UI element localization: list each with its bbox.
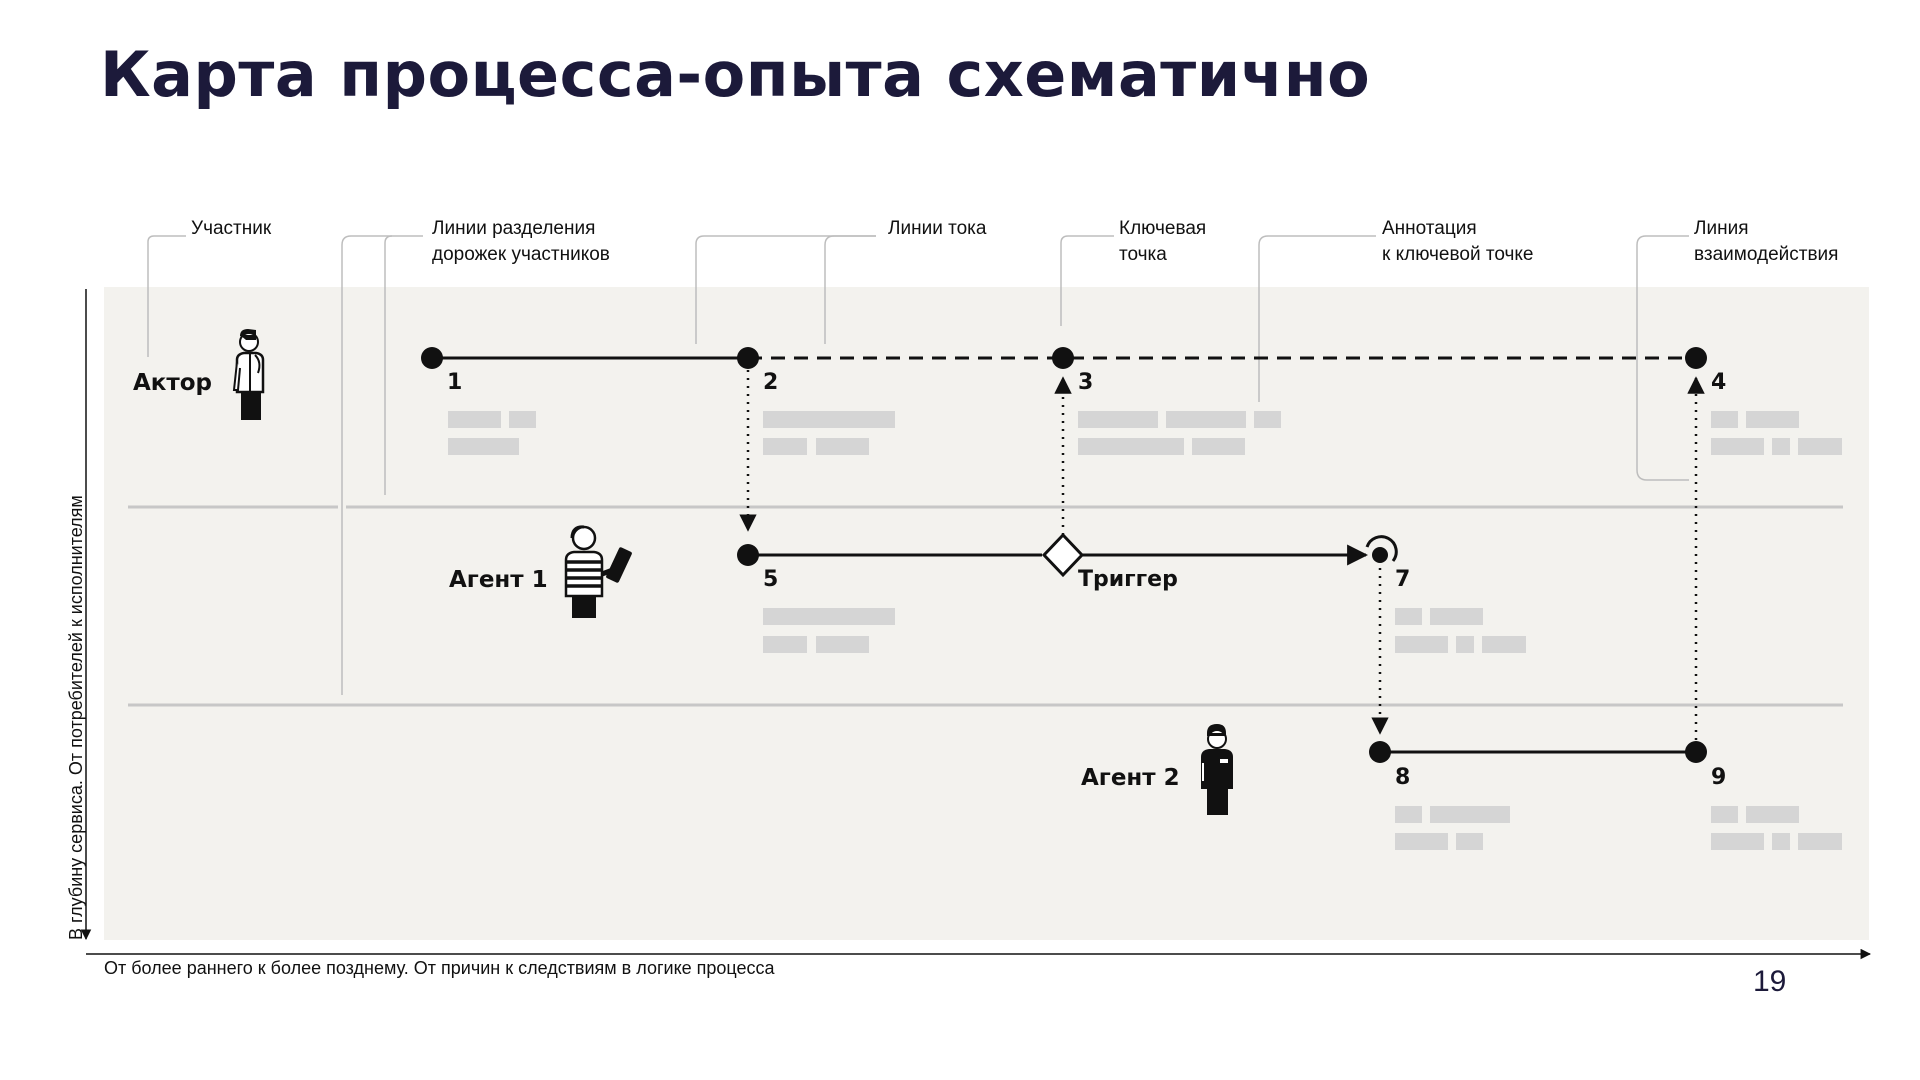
point-label-1: 1 xyxy=(447,370,463,395)
node-7 xyxy=(1372,547,1388,563)
annotation-bar xyxy=(1772,833,1790,850)
callout-leaders xyxy=(147,235,1689,695)
page-title: Карта процесса-опыта схематично xyxy=(100,38,1371,111)
annotation-bar xyxy=(1798,438,1842,455)
annotation-bar xyxy=(1711,806,1738,823)
annotation-bar xyxy=(1078,438,1184,455)
point-label-2: 2 xyxy=(763,370,779,395)
lane-label-actor: Актор xyxy=(133,370,213,396)
annotation-bar xyxy=(1430,608,1483,625)
annotation-bar xyxy=(1395,636,1448,653)
y-axis-label: В глубину сервиса. От потребителей к исп… xyxy=(66,495,86,940)
node-4 xyxy=(1685,347,1707,369)
annotation-bar xyxy=(816,438,869,455)
callout-interaction-line: Линия взаимодействия xyxy=(1694,218,1839,265)
annotation-bar xyxy=(1254,411,1281,428)
annotation-bar xyxy=(1711,411,1738,428)
annotation-bar xyxy=(1395,608,1422,625)
node-9 xyxy=(1685,741,1707,763)
node-7-arc xyxy=(1365,535,1398,562)
annotation-bar xyxy=(1711,438,1764,455)
person-icon xyxy=(232,329,265,420)
annotation-bar xyxy=(1711,833,1764,850)
leader-annotation xyxy=(1258,235,1376,402)
annotation-bar xyxy=(1395,833,1448,850)
callout-flow-lines: Линии тока xyxy=(888,218,987,239)
diagram-panel xyxy=(104,287,1869,940)
annotation-bar xyxy=(1798,833,1842,850)
annotation-bar xyxy=(763,636,807,653)
point-label-3: 3 xyxy=(1078,370,1094,395)
annotation-bar xyxy=(763,411,895,428)
annotation-bar xyxy=(509,411,536,428)
node-5 xyxy=(737,544,759,566)
annotation-bar xyxy=(763,608,895,625)
annotation-bar xyxy=(448,411,501,428)
annotation-bar xyxy=(816,636,869,653)
callout-lane-lines: Линии разделения дорожек участников xyxy=(432,218,610,265)
annotation-bar xyxy=(763,438,807,455)
lane-label-agent1: Агент 1 xyxy=(449,567,548,593)
callout-key-point: Ключевая точка xyxy=(1119,218,1207,265)
agent-with-tablet-icon xyxy=(564,525,632,618)
node-1 xyxy=(421,347,443,369)
annotation-bar xyxy=(1456,636,1474,653)
point-label-5: 5 xyxy=(763,567,779,592)
leader-key-point xyxy=(1060,235,1114,326)
x-axis-label: От более раннего к более позднему. От пр… xyxy=(104,958,775,978)
staff-person-icon xyxy=(1201,724,1233,815)
callout-annotation: Аннотация к ключевой точке xyxy=(1382,218,1534,265)
annotation-bar xyxy=(1746,806,1799,823)
annotation-bar xyxy=(1482,636,1526,653)
leader-lane-line-a xyxy=(341,235,392,695)
trigger-diamond xyxy=(1041,532,1085,578)
leader-lane-line-b xyxy=(384,235,423,495)
leader-flow-line-b xyxy=(824,235,876,344)
callout-participant: Участник xyxy=(191,218,272,239)
node-2 xyxy=(737,347,759,369)
lane-label-agent2: Агент 2 xyxy=(1081,765,1180,791)
trigger-label: Триггер xyxy=(1078,567,1178,592)
point-label-4: 4 xyxy=(1711,370,1727,395)
point-label-9: 9 xyxy=(1711,765,1727,790)
point-label-8: 8 xyxy=(1395,765,1411,790)
page-number: 19 xyxy=(1753,965,1787,998)
annotation-bar xyxy=(1078,411,1158,428)
annotation-bar xyxy=(1395,806,1422,823)
leader-flow-line-a xyxy=(695,235,876,344)
leader-participant xyxy=(147,235,186,357)
lane-separators xyxy=(128,505,1843,707)
point-label-7: 7 xyxy=(1395,567,1411,592)
annotation-bar xyxy=(1166,411,1246,428)
node-8 xyxy=(1369,741,1391,763)
annotation-bar xyxy=(1772,438,1790,455)
annotation-bar xyxy=(448,438,519,455)
leader-interaction-line xyxy=(1636,235,1689,481)
annotation-bar xyxy=(1192,438,1245,455)
annotation-bar xyxy=(1456,833,1483,850)
annotation-bar xyxy=(1430,806,1510,823)
node-3 xyxy=(1052,347,1074,369)
annotation-bar xyxy=(1746,411,1799,428)
